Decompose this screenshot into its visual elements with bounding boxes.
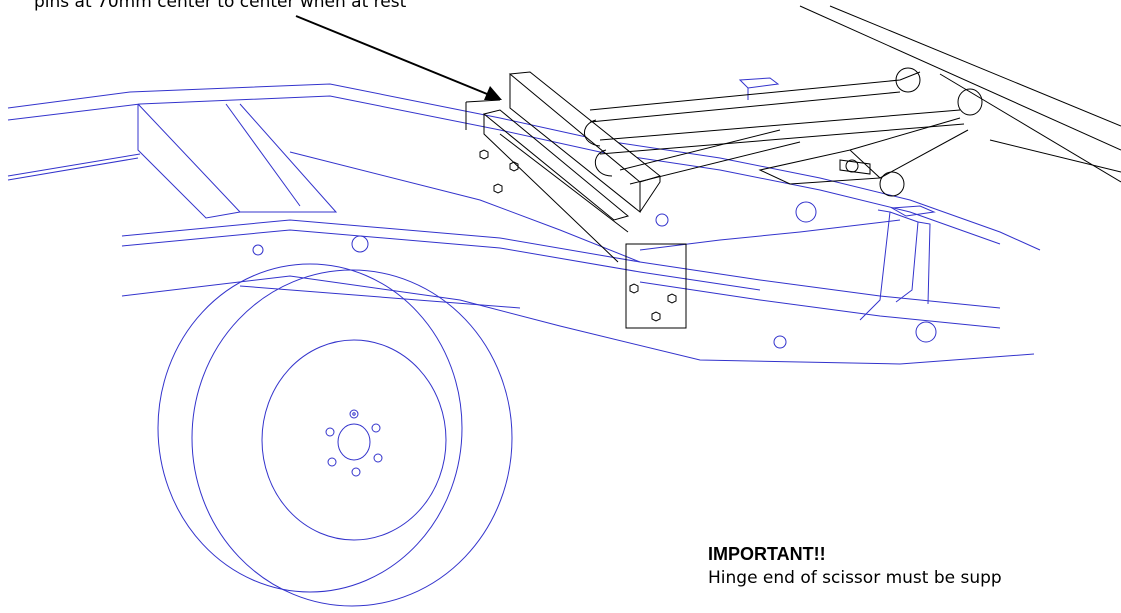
callout-label: pins at 70mm center to center when at re… [34, 0, 407, 12]
important-note: Hinge end of scissor must be supp [708, 568, 1002, 588]
upper-body-lines [799, 5, 1121, 183]
callout-arrow [295, 15, 502, 100]
crossmember [137, 103, 338, 219]
lower-plate [625, 243, 687, 329]
frame-holes [252, 201, 937, 349]
mounting-bracket [465, 71, 662, 263]
rear-post [738, 77, 936, 321]
scissor-arms [584, 67, 983, 197]
wheel [157, 263, 513, 607]
important-heading: IMPORTANT!! [708, 544, 826, 564]
frame-rails [7, 83, 1041, 365]
bolts [479, 149, 677, 322]
